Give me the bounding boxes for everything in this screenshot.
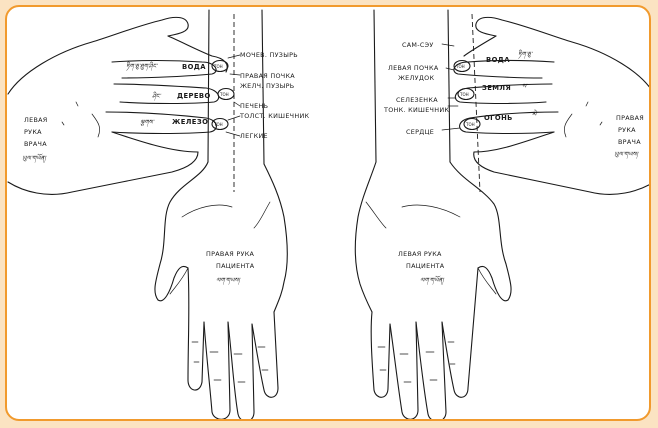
right-organ-left-kidney: ЛЕВАЯ ПОЧКА (388, 64, 439, 72)
right-patient-hand-label-1: ЛЕВАЯ РУКА (398, 250, 442, 258)
left-doctor-hand (8, 17, 234, 194)
left-doctor-hand-label-2: РУКА (24, 128, 42, 136)
right-element-tibetan-3: མེ་ (532, 109, 539, 118)
right-element-fire: ОГОНЬ (484, 114, 513, 122)
left-patient-hand-label-1: ПРАВАЯ РУКА (206, 250, 255, 258)
right-organ-small-intestine: ТОНК. КИШЕЧНИК (383, 106, 449, 114)
left-finger-tag-3: ТОН (213, 122, 223, 127)
left-organ-liver: ПЕЧЕНЬ (240, 102, 268, 110)
right-organ-sam-seu: САМ-СЭУ (402, 41, 434, 49)
left-element-water: ВОДА (182, 63, 206, 71)
left-finger-tag-2: ТОН (219, 92, 229, 97)
right-doctor-hand (454, 17, 651, 194)
right-doctor-hand-label-1: ПРАВАЯ (616, 114, 644, 122)
left-element-tibetan-3: ལྕགས་ (140, 119, 156, 127)
left-patient-hand-label-2: ПАЦИЕНТА (216, 262, 255, 270)
left-element-wood: ДЕРЕВО (177, 92, 211, 100)
left-organ-right-kidney: ПРАВАЯ ПОЧКА (240, 72, 295, 80)
right-organ-spleen: СЕЛЕЗЕНКА (396, 96, 438, 104)
left-doctor-hand-tibetan: ཡུལ་གཡོན། (22, 153, 47, 163)
right-finger-tag-2: ТОН (459, 92, 469, 97)
right-finger-tag-3: ТОН (465, 122, 475, 127)
left-organ-large-intestine: ТОЛСТ. КИШЕЧНИК (239, 112, 310, 120)
right-finger-tag-1: ТОН (455, 64, 465, 69)
right-doctor-hand-tibetan: ཡུལ་གཡས། (614, 151, 639, 159)
left-organ-bladder: МОЧЕВ. ПУЗЫРЬ (240, 51, 298, 59)
right-element-earth: ЗЕМЛЯ (482, 84, 511, 92)
left-element-iron: ЖЕЛЕЗО (172, 118, 208, 126)
left-organ-gallbladder: ЖЕЛЧ. ПУЗЫРЬ (240, 82, 294, 90)
right-patient-hand-tibetan: ལག་གཡོན། (420, 275, 445, 285)
left-element-tibetan-1: ཏིག་ཅུ་ཐུག་ཤིང་ (126, 61, 159, 71)
left-organ-lungs: ЛЕГКИЕ (240, 132, 268, 140)
right-organ-heart: СЕРДЦЕ (406, 128, 434, 136)
right-organ-stomach: ЖЕЛУДОК (398, 74, 434, 82)
left-finger-tag-1: ТОН (213, 64, 223, 69)
pulse-diagnosis-illustration: ТОН ТОН ТОН ཏིག་ཅུ་ཐུག་ཤིང་ ВОДА ཤིང་ ДЕ… (7, 7, 651, 421)
right-doctor-hand-label-2: РУКА (618, 126, 636, 134)
left-doctor-hand-label-1: ЛЕВАЯ (24, 116, 48, 124)
left-patient-hand-tibetan: ལག་གཡས། (216, 277, 241, 285)
right-patient-hand-label-2: ПАЦИЕНТА (406, 262, 445, 270)
left-doctor-hand-label-3: ВРАЧА (24, 140, 47, 148)
left-element-tibetan-2: ཤིང་ (152, 91, 162, 101)
right-element-water: ВОДА (486, 56, 510, 64)
figure-frame: ТОН ТОН ТОН ཏིག་ཅུ་ཐུག་ཤིང་ ВОДА ཤིང་ ДЕ… (5, 5, 651, 421)
right-element-tibetan-1: ཏིག་ཅུ་ (518, 49, 534, 59)
right-doctor-hand-label-3: ВРАЧА (618, 138, 641, 146)
